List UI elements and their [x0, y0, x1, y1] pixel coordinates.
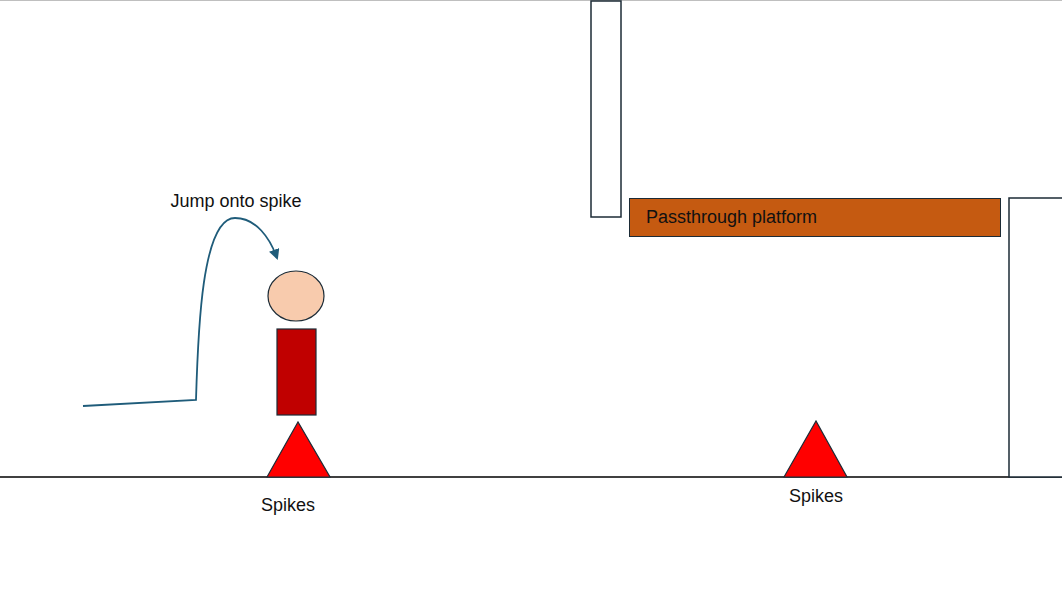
jump-callout: Jump onto spike [170, 191, 301, 212]
spike-triangle [267, 422, 330, 477]
player-head [268, 271, 324, 321]
platform-label: Passthrough platform [646, 207, 817, 228]
spike-label: Spikes [789, 486, 843, 507]
right-wall [1009, 198, 1062, 477]
player-body [277, 329, 316, 415]
jump-path [83, 218, 277, 406]
passthrough-platform: Passthrough platform [629, 198, 1001, 237]
spike-label: Spikes [261, 495, 315, 516]
spike-triangle [784, 421, 847, 477]
hanging-wall [591, 1, 621, 217]
ground-line [0, 476, 1062, 478]
top-border [0, 0, 1062, 1]
